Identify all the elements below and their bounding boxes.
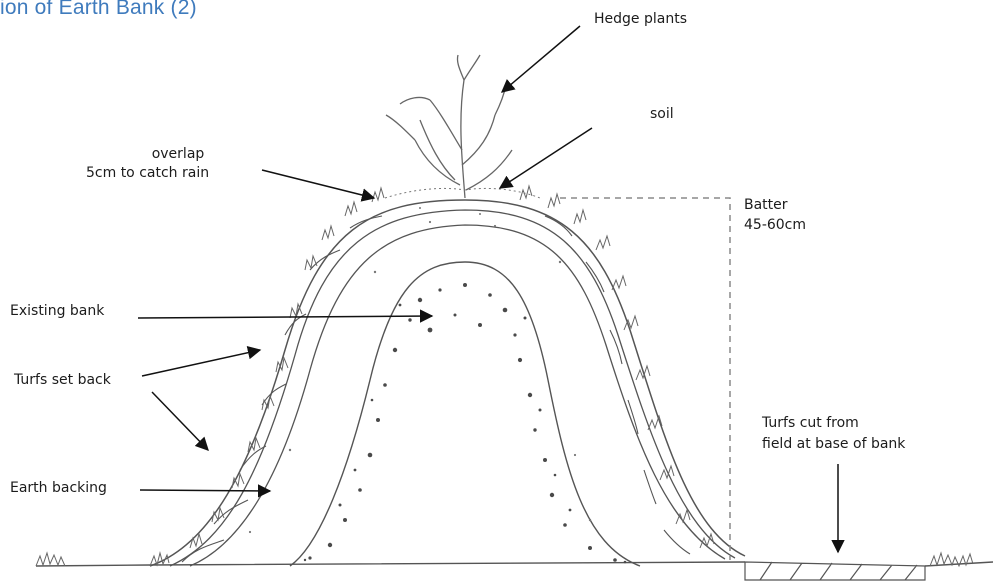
soil-cap xyxy=(385,188,540,198)
arrow-turfs-set-back-lower xyxy=(152,392,208,450)
arrow-soil xyxy=(500,128,592,188)
annotation-arrows xyxy=(138,26,838,552)
bank-outer-line xyxy=(150,200,745,566)
arrow-existing-bank xyxy=(138,316,432,318)
label-overlap-line2: 5cm to catch rain xyxy=(86,163,209,183)
label-turfs-set-back: Turfs set back xyxy=(14,370,111,390)
existing-bank-outline xyxy=(290,262,640,566)
turf-blocks-right xyxy=(545,216,690,554)
arrow-overlap xyxy=(262,170,374,198)
label-soil: soil xyxy=(650,104,674,124)
arrow-turfs-set-back-upper xyxy=(142,350,260,376)
arrow-earth-backing xyxy=(140,490,270,491)
label-hedge-plants: Hedge plants xyxy=(594,9,687,29)
label-existing-bank: Existing bank xyxy=(10,301,104,321)
label-earth-backing: Earth backing xyxy=(10,478,107,498)
soil-speckles xyxy=(304,283,627,563)
grass-tufts xyxy=(36,186,973,566)
label-batter-line1: Batter xyxy=(744,195,788,215)
turf-blocks-left xyxy=(182,216,382,562)
hedge-plant-stems xyxy=(386,55,512,198)
cut-turf-strip xyxy=(745,562,925,580)
arrow-hedge-plants xyxy=(502,26,580,92)
label-turfs-cut-line2: field at base of bank xyxy=(762,434,905,454)
label-overlap-line1: overlap xyxy=(118,144,238,164)
backing-specks xyxy=(249,207,591,533)
label-batter-line2: 45-60cm xyxy=(744,215,806,235)
label-turfs-cut-line1: Turfs cut from xyxy=(762,413,859,433)
